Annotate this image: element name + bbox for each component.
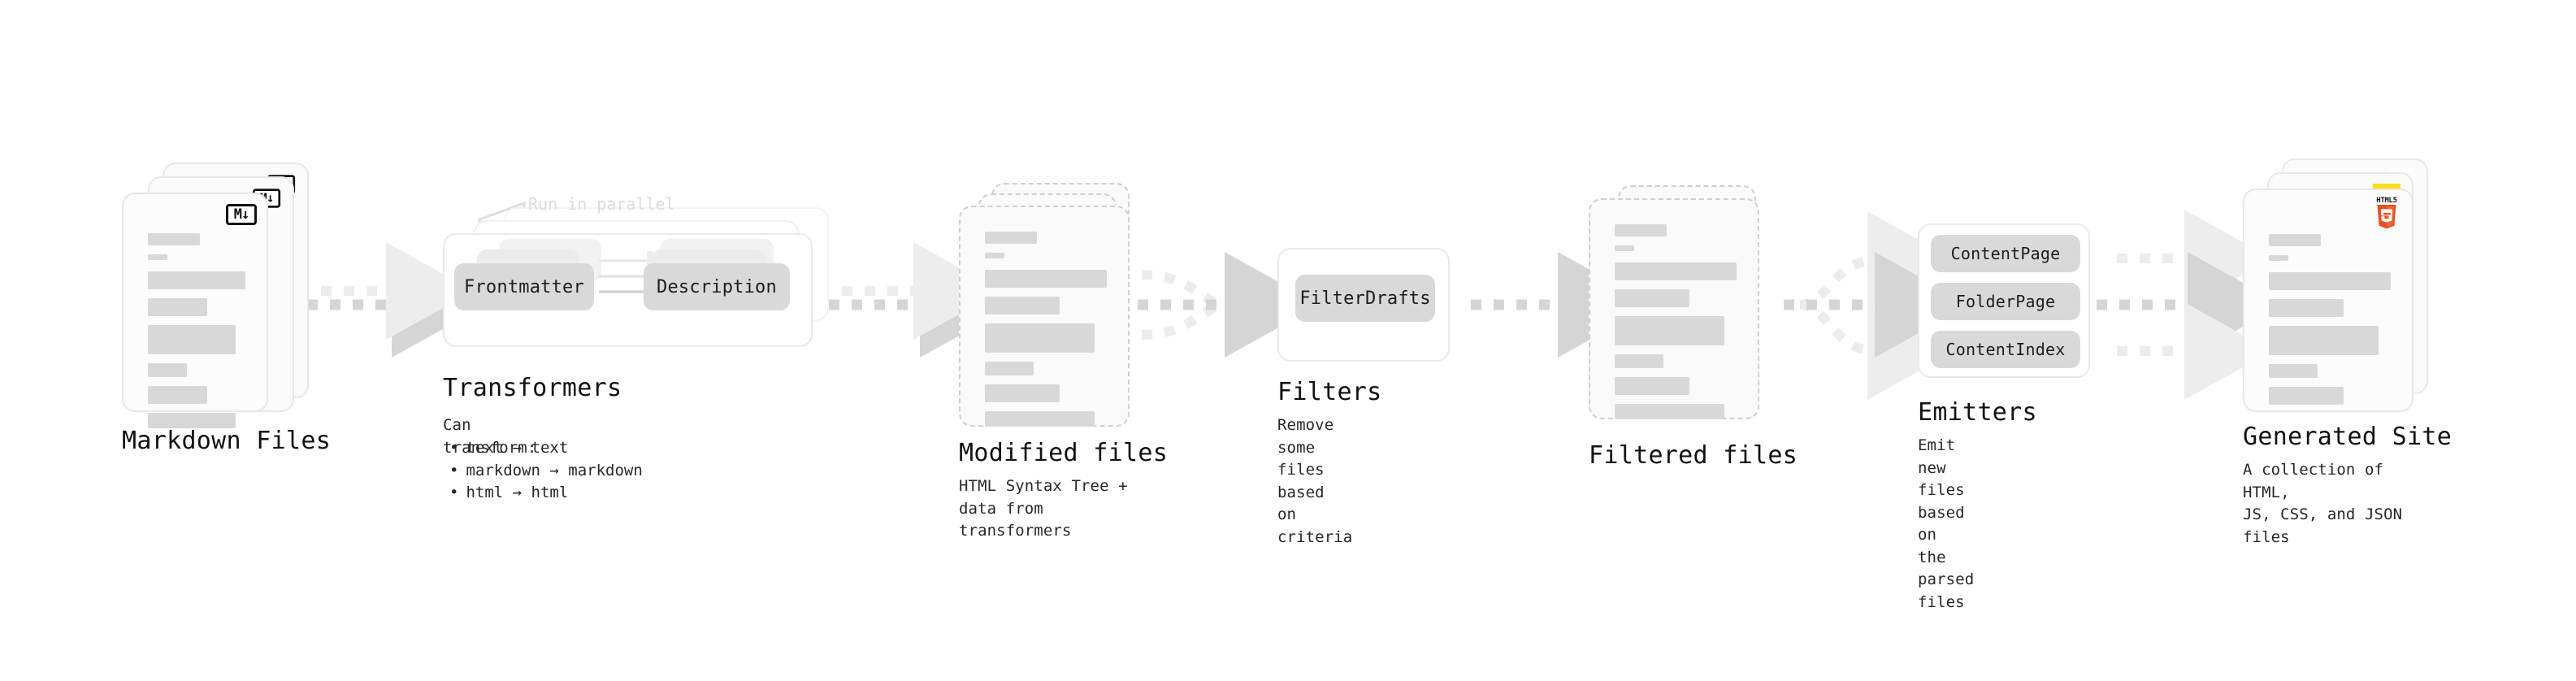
- generated-card-front: HTML5: [2243, 189, 2413, 412]
- html5-badge-label: HTML5: [2376, 197, 2397, 205]
- markdown-card-front: M↓: [122, 193, 268, 428]
- transformers-title: Transformers: [443, 374, 622, 402]
- markdown-placeholder-lines: [148, 233, 245, 437]
- filters-caption: Remove some files based on criteria: [1277, 416, 1353, 546]
- emitters-caption: Emit new files based on the parsed files: [1918, 436, 1975, 611]
- modified-files-caption: HTML Syntax Tree + data from transformer…: [959, 477, 1128, 540]
- filters-title: Filters: [1277, 378, 1382, 406]
- transformer-chip-description[interactable]: Description: [644, 263, 790, 310]
- transformers-bullet-list: text → text markdown → markdown html → h…: [449, 437, 643, 505]
- stage-generated-site: CSS JS HTML5: [2243, 158, 2452, 546]
- generated-placeholder-lines: [2269, 234, 2391, 414]
- filtered-placeholder-lines: [1615, 224, 1737, 428]
- transformers-bullet-1: markdown → markdown: [449, 460, 642, 483]
- transformers-bullet-0: text → text: [449, 437, 643, 460]
- emitter-chip-contentindex[interactable]: ContentIndex: [1931, 331, 2080, 368]
- filter-chip-filterdrafts[interactable]: FilterDrafts: [1295, 275, 1435, 322]
- html5-badge: HTML5: [2371, 197, 2402, 231]
- filtered-card-front: [1589, 198, 1759, 419]
- arrow-filtered-to-emitters: [1784, 211, 1970, 400]
- generated-site-title: Generated Site: [2243, 423, 2452, 451]
- stage-filtered-files: Filtered files: [1589, 185, 1798, 470]
- stage-modified-files: Modified files HTML Syntax Tree + data f…: [959, 183, 1168, 540]
- modified-files-title: Modified files: [959, 439, 1169, 467]
- modified-placeholder-lines: [985, 232, 1107, 436]
- run-in-parallel-label: Run in parallel: [528, 194, 675, 214]
- modified-card-front: [959, 206, 1130, 427]
- transformer-inner-arrows: [599, 251, 664, 304]
- markdown-files-title: Markdown Files: [122, 427, 332, 455]
- emitter-chip-folderpage[interactable]: FolderPage: [1931, 283, 2080, 320]
- stage-markdown-files: M↓ M↓ M↓ Markdown Files: [122, 163, 331, 455]
- html5-shield-icon: [2377, 205, 2396, 229]
- markdown-badge: M↓: [226, 204, 257, 225]
- generated-site-caption: A collection of HTML, JS, CSS, and JSON …: [2243, 461, 2403, 546]
- transformer-chip-frontmatter[interactable]: Frontmatter: [454, 263, 594, 310]
- filters-group: FilterDrafts: [1277, 248, 1450, 362]
- arrow-transformers-to-modified: [829, 242, 1015, 358]
- arrow-modified-to-filters: [1138, 252, 1320, 358]
- arrow-markdown-to-transformers: [307, 242, 487, 358]
- arrow-emitters-to-generated: [2097, 210, 2283, 400]
- filtered-files-title: Filtered files: [1589, 441, 1798, 470]
- emitter-chip-contentpage[interactable]: ContentPage: [1931, 235, 2080, 272]
- emitters-group: ContentPage FolderPage ContentIndex: [1918, 223, 2090, 378]
- transformers-group-front: Frontmatter Description: [443, 233, 813, 347]
- transformers-bullet-2: html → html: [449, 482, 643, 505]
- emitters-title: Emitters: [1918, 398, 2037, 427]
